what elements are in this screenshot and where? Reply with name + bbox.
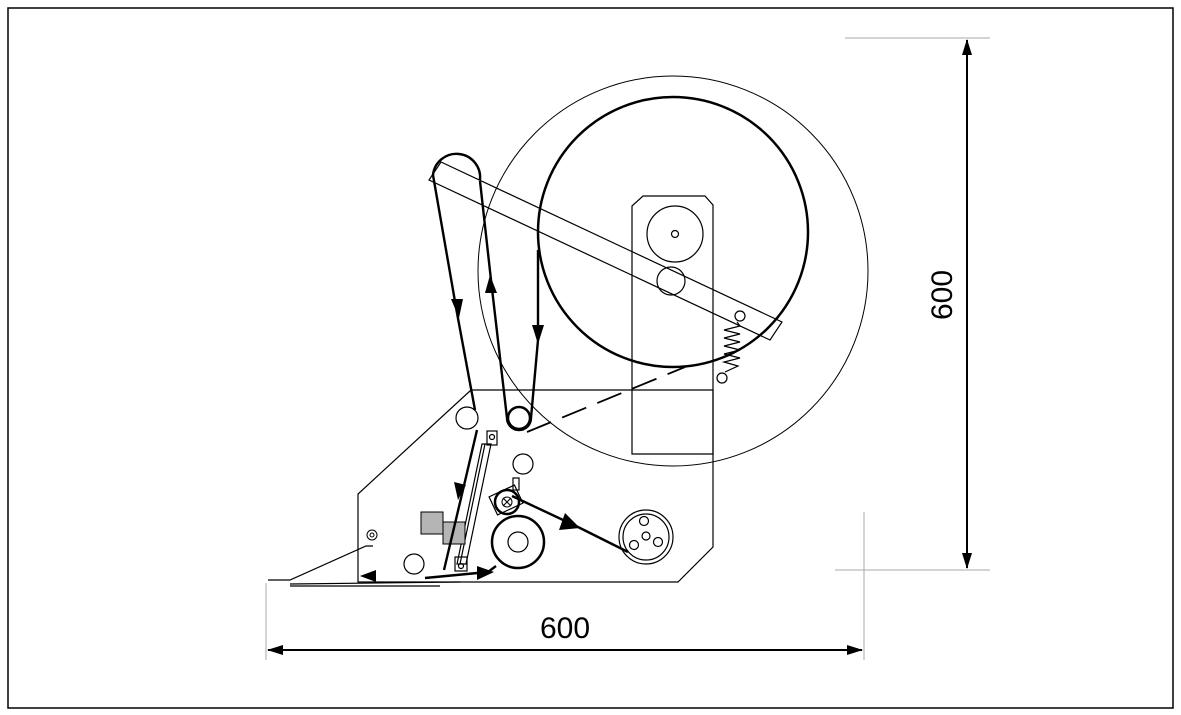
arrow-up [485,275,497,293]
web-segment-up [489,279,509,419]
rewind-roller [618,509,674,565]
pinch-roller [493,488,521,516]
arrow-peel-left [360,570,376,582]
hub-center [670,229,680,239]
small-roller [512,453,534,475]
reel-mount-plate [631,195,714,455]
arrow-backing [477,566,494,580]
arrow-down-guide [454,482,466,500]
dimension-lines [267,39,972,655]
supply-reel [477,75,869,467]
reel-inner-circle [536,95,810,369]
rollers [366,405,546,575]
tension-spring [716,310,746,384]
hub-circle [646,205,704,263]
small-bolt [366,529,378,541]
arrow-down-left-upper [451,299,463,318]
label-web-path [424,152,629,580]
dashed-web-path [526,366,686,433]
drive-roller-outer [490,514,546,570]
extension-lines [265,37,990,660]
pivot-circle [656,266,686,296]
sensor-blocks [420,511,466,545]
pinch-bracket [488,477,524,516]
direction-arrows [360,275,580,582]
guide-roller-left [455,406,479,430]
width-dimension-label: 600 [540,612,590,645]
height-dimension-label: 600 [926,270,959,320]
web-segment-down-left [431,174,459,314]
web-dancer-wrap [431,152,482,181]
arrow-to-rewind [559,513,580,530]
drive-roller-inner [507,531,529,553]
base-plate [357,389,714,583]
drawing-frame [7,7,1174,709]
peel-plate [268,545,461,587]
peel-roller [403,553,425,575]
reel-outer-circle [477,75,869,467]
arrow-down-reel [532,325,544,344]
